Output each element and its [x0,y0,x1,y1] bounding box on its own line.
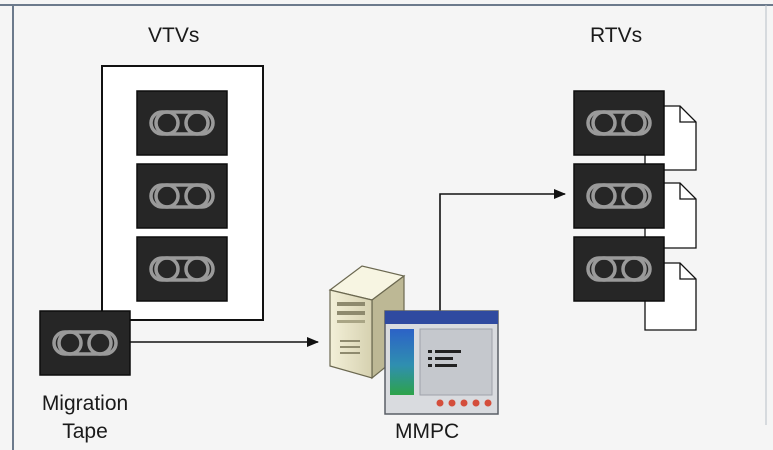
migration-tape-icon [38,309,132,377]
vtv-tape-3-icon [135,235,229,303]
vtvs-label: VTVs [148,24,200,47]
arrow-mmpc-to-rtv [439,189,566,316]
migration-tape-label-line1: Migration [41,392,129,415]
rtvs-label: RTVs [590,24,643,47]
application-window-icon [384,310,499,415]
migration-tape-label-line2: Tape [62,420,108,443]
mmpc-label: MMPC [395,420,460,443]
vtv-tape-1-icon [135,89,229,157]
rtv-tape-1-icon [572,89,666,157]
rtv-tape-2-icon [572,162,666,230]
rtv-tape-3-icon [572,235,666,303]
vtv-tape-2-icon [135,162,229,230]
